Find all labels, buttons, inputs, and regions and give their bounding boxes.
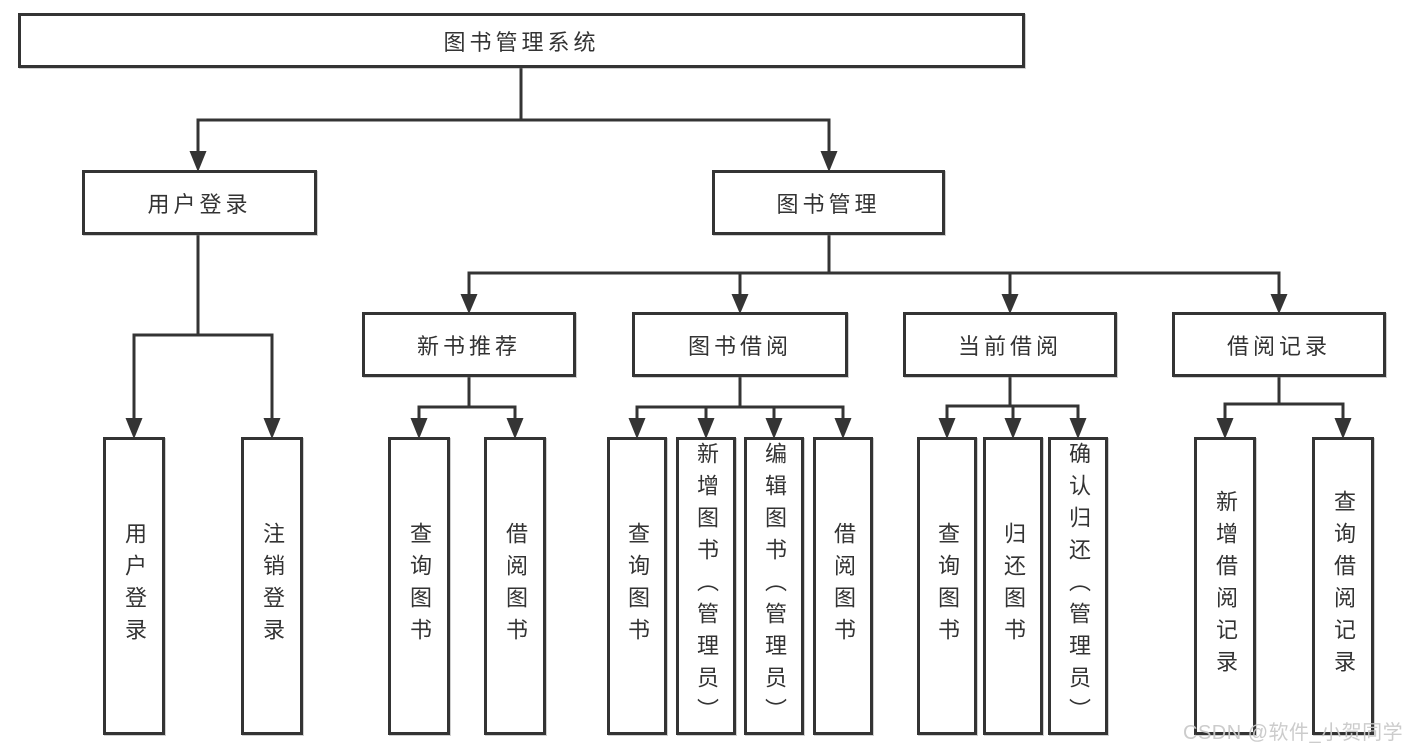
leaf-edit-books-admin: 编辑图书（管理员） <box>744 437 804 735</box>
node-current-borrowing: 当前借阅 <box>903 312 1117 377</box>
leaf-borrow-books: 借阅图书 <box>813 437 873 735</box>
csdn-watermark: CSDN @软件_小贺同学 <box>1183 722 1404 744</box>
leaf-logout: 注销登录 <box>241 437 303 735</box>
node-library-management-system: 图书管理系统 <box>18 13 1025 68</box>
node-borrowing-records: 借阅记录 <box>1172 312 1386 377</box>
leaf-add-borrow-record: 新增借阅记录 <box>1194 437 1256 735</box>
leaf-return-books: 归还图书 <box>983 437 1043 735</box>
node-user-login: 用户登录 <box>82 170 317 235</box>
node-book-management: 图书管理 <box>712 170 945 235</box>
connector-record-to-leaves <box>1216 375 1352 439</box>
node-new-book-recommendation: 新书推荐 <box>362 312 576 377</box>
leaf-borrow-books-recommend: 借阅图书 <box>484 437 546 735</box>
connector-root-to-level2 <box>189 66 838 172</box>
leaf-add-books-admin: 新增图书（管理员） <box>676 437 736 735</box>
leaf-query-books-borrow: 查询图书 <box>607 437 667 735</box>
node-book-borrowing: 图书借阅 <box>632 312 848 377</box>
leaf-query-borrow-record: 查询借阅记录 <box>1312 437 1374 735</box>
connector-current-to-leaves <box>938 375 1087 439</box>
leaf-user-login: 用户登录 <box>103 437 165 735</box>
connector-login-to-leaves <box>125 233 281 439</box>
leaf-query-books-recommend: 查询图书 <box>388 437 450 735</box>
connector-borrow-to-leaves <box>628 375 852 439</box>
leaf-query-books-current: 查询图书 <box>917 437 977 735</box>
connector-mgmt-to-level3 <box>460 233 1288 314</box>
connector-newbook-to-leaves <box>410 375 524 439</box>
leaf-confirm-return-admin: 确认归还（管理员） <box>1048 437 1108 735</box>
